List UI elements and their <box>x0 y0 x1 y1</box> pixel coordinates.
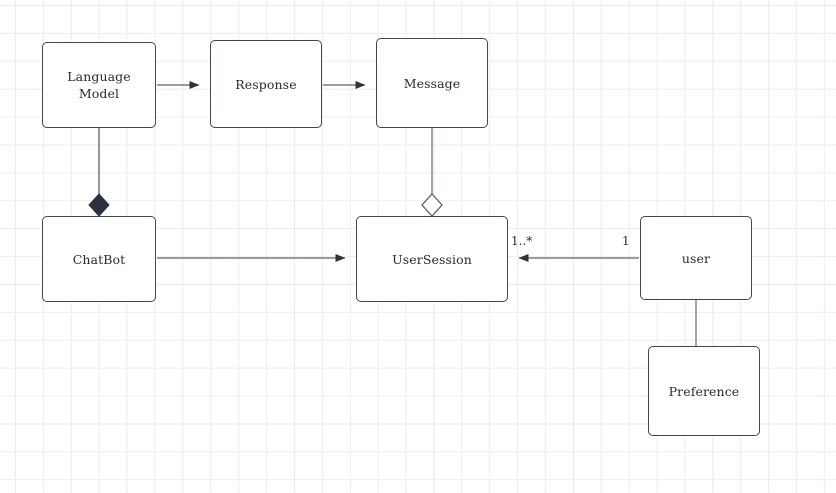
edge-language-model-to-chatbot-composition <box>88 128 110 217</box>
node-usersession[interactable]: UserSession <box>356 216 508 302</box>
multiplicity-label-user: 1 <box>622 234 630 248</box>
node-language-model-label: Language Model <box>67 69 131 101</box>
node-user-label: user <box>681 250 711 266</box>
node-preference[interactable]: Preference <box>648 346 760 436</box>
node-chatbot-label: ChatBot <box>72 251 126 267</box>
node-user[interactable]: user <box>640 216 752 300</box>
node-response-label: Response <box>235 76 297 92</box>
node-response[interactable]: Response <box>210 40 322 128</box>
node-chatbot[interactable]: ChatBot <box>42 216 156 302</box>
node-message-label: Message <box>403 75 461 91</box>
filled-diamond-marker <box>88 193 110 217</box>
node-message[interactable]: Message <box>376 38 488 128</box>
multiplicity-label-usersession: 1..* <box>511 234 533 248</box>
node-preference-label: Preference <box>668 383 740 399</box>
edge-message-to-usersession-aggregation <box>421 128 443 217</box>
node-language-model[interactable]: Language Model <box>42 42 156 128</box>
node-usersession-label: UserSession <box>392 251 472 267</box>
hollow-diamond-marker <box>421 193 443 217</box>
